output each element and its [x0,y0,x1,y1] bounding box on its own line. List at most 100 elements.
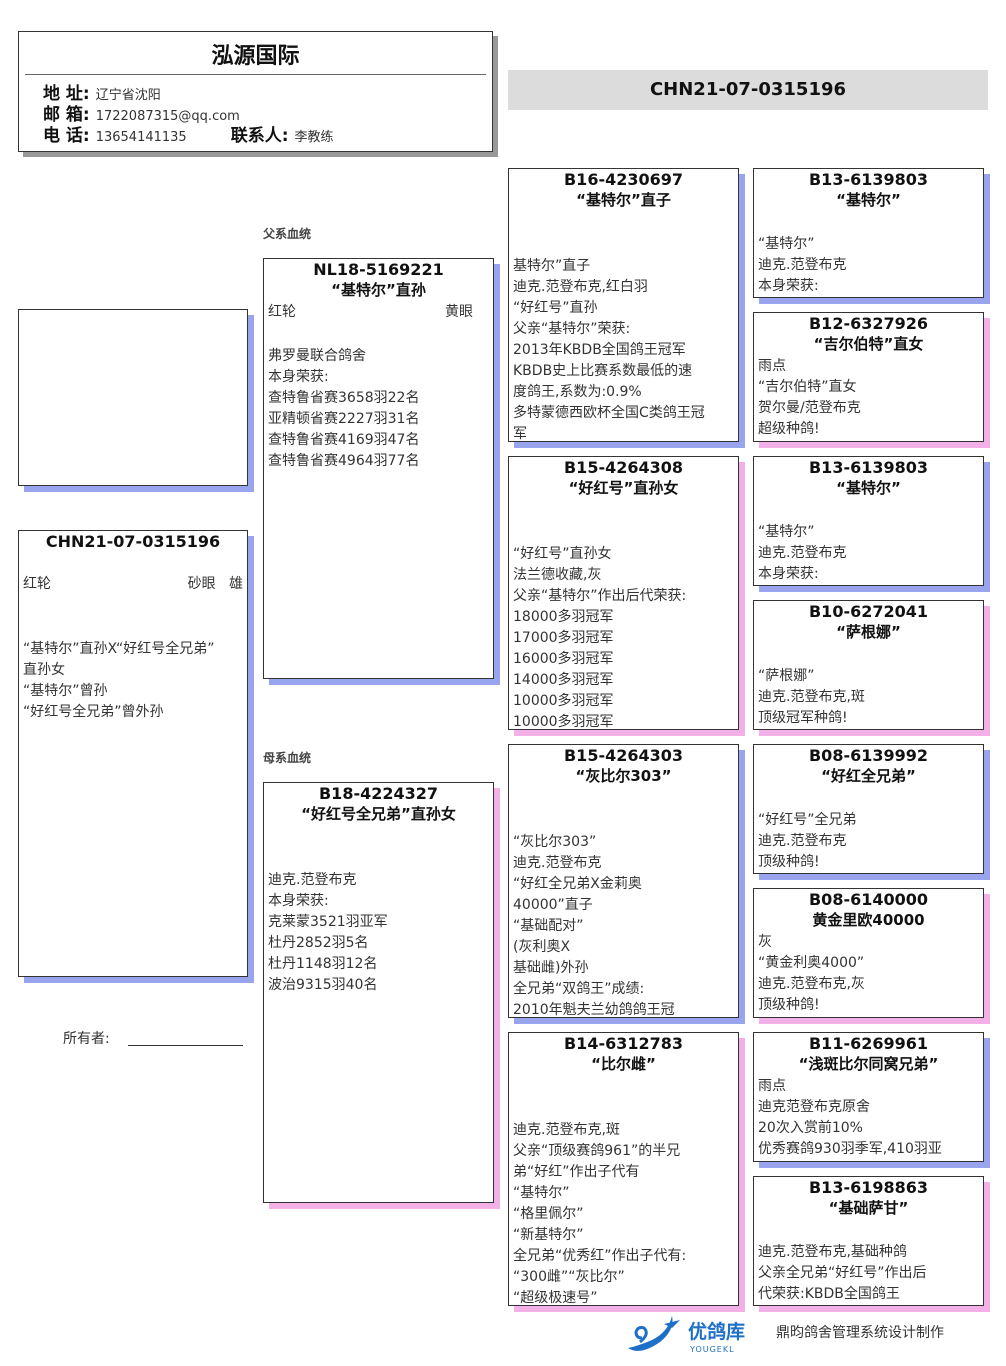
note-line: 贺尔曼/范登布克 [758,400,861,416]
pigeon-notes: 基特尔”直子迪克.范登布克,红白羽“好红号”直孙父亲“基特尔”荣获:2013年K… [513,256,736,442]
address-label: 地 址: [43,84,90,104]
note-line: 查特鲁省赛4169羽47名 [268,432,420,448]
note-line: 本身荣获: [268,893,329,909]
pigeon-name: “浅斑比尔同窝兄弟” [798,1055,939,1073]
note-line: 克莱蒙3521羽亚军 [268,914,388,930]
pigeon-name: “萨根娜” [836,623,901,641]
pigeon-notes: 迪克.范登布克,基础种鸽父亲全兄弟“好红号”作出后代荣获:KBDB全国鸽王 [758,1242,981,1305]
sire-name: “基特尔”直孙 [331,281,426,299]
note-line: 本身荣获: [758,566,819,582]
note-line: 查特鲁省赛4964羽77名 [268,453,420,469]
great-grandparent-card: B13-6139803“基特尔”“基特尔”迪克.范登布克本身荣获: [753,168,984,298]
note-line: 迪克范登布克原舍 [758,1099,870,1115]
note-line: 军 [513,426,527,442]
great-grandparent-card: B13-6139803“基特尔”“基特尔”迪克.范登布克本身荣获: [753,456,984,586]
note-line: 10000多羽冠军 [513,714,614,730]
dam-card: B18-4224327 “好红号全兄弟”直孙女 迪克.范登布克本身荣获:克莱蒙3… [263,782,494,1203]
note-line: “黄金利奥4000” [758,955,865,971]
note-line: 弟“好红”作出子代有 [513,1164,640,1180]
pigeon-name: “比尔雌” [591,1055,656,1073]
note-line: “基特尔”直孙X“好红号全兄弟” [23,641,215,657]
ring-number: B11-6269961 [808,1034,929,1053]
ring-number: B15-4264303 [563,746,684,765]
note-line: 顶级种鸽! [758,997,820,1013]
ring-number: B14-6312783 [563,1034,684,1053]
subject-sex: 雄 [229,576,243,592]
note-line: 杜丹1148羽12名 [268,956,378,972]
sire-traits: 红轮 黄眼 [268,302,489,323]
pigeon-notes: “萨根娜”迪克.范登布克,斑顶级冠军种鸽! [758,666,981,729]
dam-line-label: 母系血统 [263,751,312,765]
note-line: 弗罗曼联合鸽舍 [268,348,366,364]
note-line: 40000”直子 [513,897,593,913]
note-line: 父亲全兄弟“好红号”作出后 [758,1265,927,1281]
subject-ring: CHN21-07-0315196 [45,532,221,551]
subject-color: 红轮 [23,576,51,592]
dam-name: “好红号全兄弟”直孙女 [301,805,456,823]
contact-value: 李教练 [294,130,334,145]
ring-number: B13-6198863 [808,1178,929,1197]
note-line: 迪克.范登布克 [513,855,602,871]
pigeon-name: “基特尔”直子 [576,191,671,209]
note-line: 顶级种鸽! [758,854,820,870]
note-line: 迪克.范登布克 [758,833,847,849]
note-line: 本身荣获: [758,278,819,294]
note-line: 父亲“顶级赛鸽961”的半兄 [513,1143,681,1159]
note-line: 基础雌)外孙 [513,960,589,976]
contact-label: 联系人: [230,126,289,146]
pigeon-name: 黄金里欧40000 [812,911,925,929]
note-line: 18000多羽冠军 [513,609,614,625]
credit-text: 鼎昀鸽舍管理系统设计制作 [776,1325,944,1341]
great-grandparent-card: B10-6272041 “萨根娜” “萨根娜”迪克.范登布克,斑顶级冠军种鸽! [753,600,984,730]
svg-text:YOUGEKL: YOUGEKL [689,1345,735,1354]
great-grandparent-card: B08-6139992“好红全兄弟”“好红号”全兄弟迪克.范登布克顶级种鸽! [753,744,984,874]
ring-number: B08-6139992 [808,746,929,765]
note-line: 迪克.范登布克,红白羽 [513,279,648,295]
phone-value: 13654141135 [95,130,187,145]
sire-eye: 黄眼 [445,304,473,320]
note-line: “好红号”直孙 [513,300,598,316]
pigeon-name: “基础萨甘” [828,1199,909,1217]
subject-pigeon-card: CHN21-07-0315196 红轮 砂眼 雄 “基特尔”直孙X“好红号全兄弟… [18,530,248,977]
note-line: 直孙女 [23,662,65,678]
note-line: 父亲“基特尔”荣获: [513,321,631,337]
pigeon-name: “灰比尔303” [575,767,672,785]
note-line: 14000多羽冠军 [513,672,614,688]
note-line: “基础配对” [513,918,584,934]
note-line: KBDB史上比赛系数最低的速 [513,363,693,379]
note-line: “格里佩尔” [513,1206,584,1222]
dam-ring: B18-4224327 [318,784,439,803]
note-line: 全兄弟“双鸽王”成绩: [513,981,645,997]
pigeon-name: “好红全兄弟” [821,767,916,785]
note-line: 亚精顿省赛2227羽31名 [268,411,420,427]
note-line: 2013年KBDB全国鸽王冠军 [513,342,686,358]
note-line: 迪克.范登布克,斑 [758,689,865,705]
note-line: 迪克.范登布克 [758,545,847,561]
subject-traits: 红轮 砂眼 雄 [23,574,243,595]
note-line: 全兄弟“优秀红”作出子代有: [513,1248,687,1264]
sire-line-label: 父系血统 [263,227,312,241]
note-line: “超级极速号” [513,1290,598,1306]
sire-notes: 弗罗曼联合鸽舍本身荣获:查特鲁省赛3658羽22名亚精顿省赛2227羽31名查特… [268,346,491,472]
address-value: 辽宁省沈阳 [95,88,161,103]
note-line: 迪克.范登布克,灰 [758,976,865,992]
note-line: “300雌”“灰比尔” [513,1269,625,1285]
note-line: “基特尔” [513,1185,570,1201]
note-line: 20次入赏前10% [758,1120,863,1136]
note-line: 本身荣获: [268,369,329,385]
note-line: 超级种鸽! [758,421,820,437]
ring-number: B12-6327926 [808,314,929,333]
email-label: 邮 箱: [43,105,90,125]
note-line: 多特蒙德西欧杯全国C类鸽王冠 [513,405,705,421]
ring-number-banner: CHN21-07-0315196 [508,70,988,110]
note-line: 波治9315羽40名 [268,977,378,993]
grandparent-card: B15-4264308“好红号”直孙女“好红号”直孙女法兰德收藏,灰父亲“基特尔… [508,456,739,730]
note-line: 16000多羽冠军 [513,651,614,667]
ring-number: B08-6140000 [808,890,929,909]
ring-number: B10-6272041 [808,602,929,621]
pigeon-name: “吉尔伯特”直女 [813,335,924,353]
